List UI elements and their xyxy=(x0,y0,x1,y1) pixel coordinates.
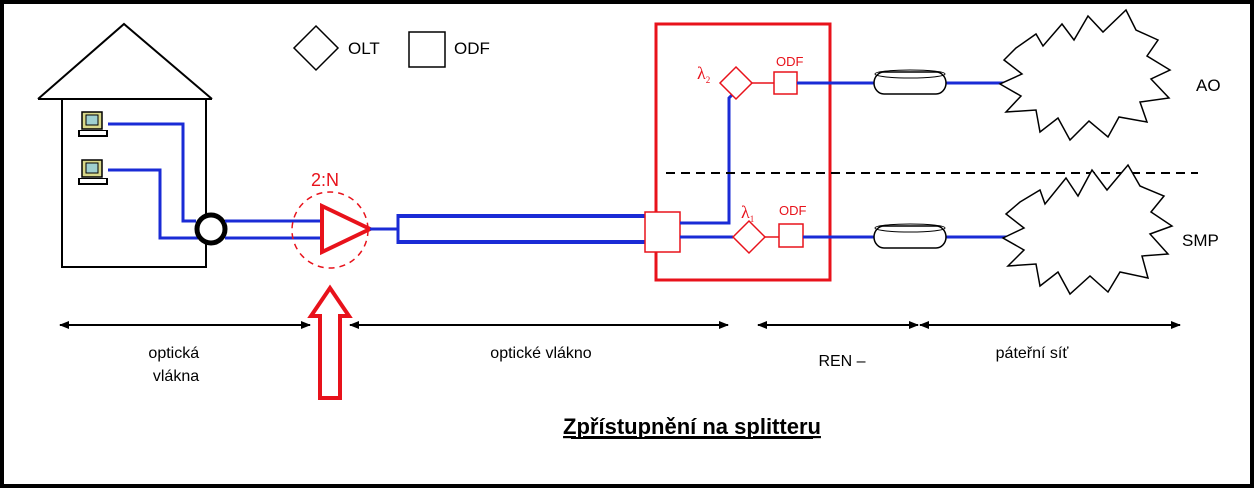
entry-odf-box xyxy=(644,211,681,253)
cable-reel-top-icon xyxy=(873,69,947,95)
cable-reel-bottom-icon xyxy=(873,223,947,249)
odf-bottom-label: ODF xyxy=(779,203,807,218)
splitter-triangle-icon xyxy=(320,202,375,256)
connector-ring xyxy=(194,212,228,246)
smp-label: SMP xyxy=(1182,231,1219,250)
legend: OLT ODF xyxy=(292,24,490,72)
olt-diamond-icon xyxy=(292,24,340,72)
odf-top-label: ODF xyxy=(776,54,804,69)
smp-network-cloud-icon xyxy=(1001,163,1174,296)
segment-backbone-label: páteřní síť xyxy=(996,345,1070,362)
olt-bottom-diamond-icon xyxy=(731,219,767,255)
segment-fibers-label: optická vlákna xyxy=(148,345,203,385)
olt-top-diamond-icon xyxy=(718,65,754,101)
diagram-title: Zpřístupnění na splitteru xyxy=(563,414,821,439)
legend-olt-label: OLT xyxy=(348,39,380,58)
lambda-top-label: λ2 xyxy=(697,63,710,85)
odf-top-box xyxy=(773,71,798,95)
splitter-ratio-label: 2:N xyxy=(311,170,339,190)
ao-label: AO xyxy=(1196,76,1221,95)
segment-ren-label: REN – xyxy=(818,353,865,370)
house-fibers xyxy=(108,122,198,240)
central-office-box xyxy=(654,22,832,282)
ao-network-cloud-icon xyxy=(998,8,1172,142)
access-fibers xyxy=(225,219,322,240)
legend-odf-label: ODF xyxy=(454,39,490,58)
access-point-arrow-icon xyxy=(307,284,353,400)
odf-square-icon xyxy=(408,31,446,68)
segment-fiber-label: optické vlákno xyxy=(490,345,591,362)
lambda-bottom-label: λ1 xyxy=(741,202,754,224)
computer-icon xyxy=(78,111,108,137)
computer-icon xyxy=(78,159,108,185)
odf-bottom-box xyxy=(778,223,804,248)
feeder-fiber xyxy=(370,214,645,244)
